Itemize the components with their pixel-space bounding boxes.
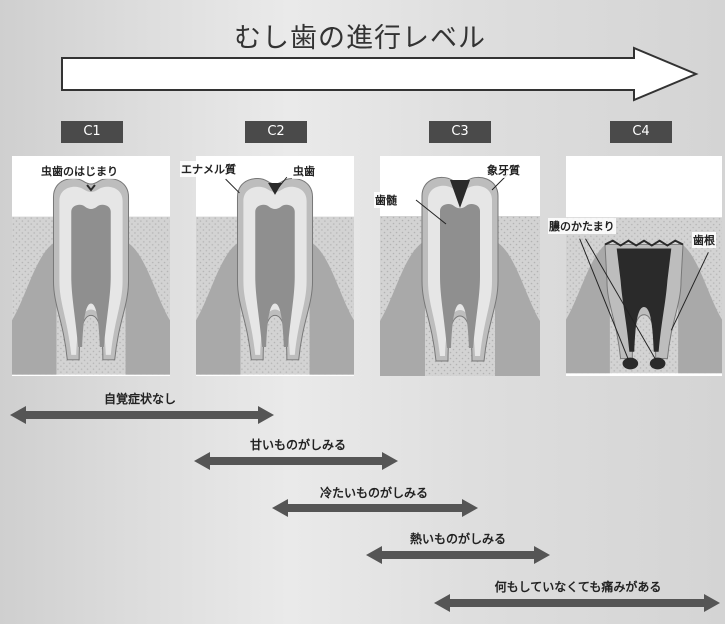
tooth-c1-illustration	[12, 178, 170, 376]
tooth-c2-illustration	[196, 176, 354, 376]
label-dentin: 象牙質	[486, 162, 521, 178]
tooth-panel-c3: 象牙質 歯髄	[374, 156, 540, 376]
tooth-c4-illustration	[566, 217, 722, 374]
stage-badge-c1: C1	[61, 121, 123, 143]
tooth-panel-c4: 膿のかたまり 歯根	[548, 156, 722, 376]
symptom-arrow-hot	[366, 546, 550, 564]
symptom-arrow-no-symptoms	[10, 406, 274, 424]
label-c2-decay: 虫歯	[292, 163, 316, 179]
label-enamel: エナメル質	[180, 161, 237, 177]
symptom-arrow-constant-pain	[434, 594, 720, 612]
label-pus-mass: 膿のかたまり	[548, 218, 616, 234]
tooth-c3-illustration	[380, 173, 540, 376]
symptom-label-no-symptoms: 自覚症状なし	[103, 392, 176, 406]
stage-badge-c4: C4	[610, 121, 672, 143]
symptom-label-constant-pain: 何もしていなくても痛みがある	[494, 580, 662, 594]
label-c1-decay-start: 虫歯のはじまり	[40, 163, 119, 179]
progression-arrow	[61, 46, 699, 102]
label-root: 歯根	[692, 232, 716, 248]
stage-badge-c2: C2	[245, 121, 307, 143]
tooth-panel-c1: 虫歯のはじまり	[12, 156, 170, 376]
symptom-label-sweet: 甘いものがしみる	[249, 438, 346, 452]
symptom-arrow-cold	[272, 499, 478, 517]
diagram-title: むし歯の進行レベル	[234, 23, 486, 54]
symptom-arrow-sweet	[194, 452, 398, 470]
tooth-panel-c2: エナメル質 虫歯	[180, 156, 354, 376]
label-pulp: 歯髄	[374, 192, 398, 208]
symptom-label-hot: 熱いものがしみる	[409, 532, 506, 546]
symptom-label-cold: 冷たいものがしみる	[319, 486, 428, 500]
stage-badge-c3: C3	[429, 121, 491, 143]
